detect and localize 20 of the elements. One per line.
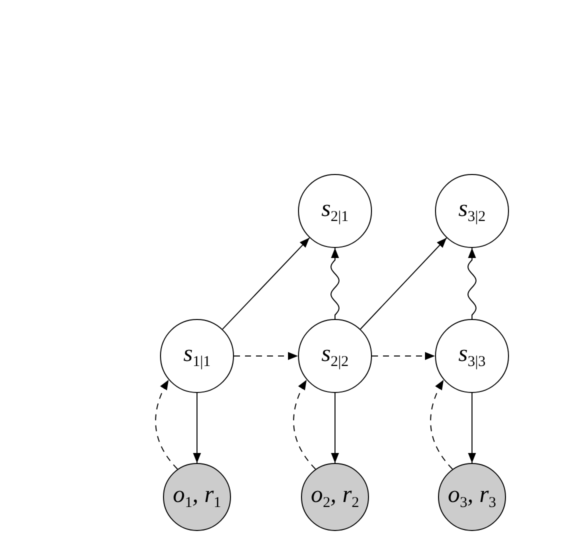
node-label: s$_{2|1}$ — [321, 196, 349, 226]
node-label: s$_{3|2}$ — [458, 196, 486, 226]
node-label: s$_{3|3}$ — [458, 341, 486, 371]
arrow — [430, 379, 453, 470]
node-label: o$_{2}$, r$_{2}$ — [310, 482, 360, 512]
arrow — [293, 379, 316, 470]
arrow — [331, 392, 339, 464]
arrow — [468, 248, 476, 320]
node-label: s$_{2|2}$ — [321, 341, 349, 371]
node-label: s$_{1|1}$ — [183, 341, 211, 371]
arrow — [155, 379, 178, 470]
arrow — [330, 248, 340, 320]
arrow — [360, 237, 448, 330]
node-label: o$_{3}$, r$_{3}$ — [448, 482, 496, 512]
arrow — [468, 392, 476, 464]
arrow — [234, 352, 298, 360]
arrow — [372, 352, 436, 360]
arrow — [193, 392, 201, 464]
arrow — [222, 237, 310, 330]
node-label: o$_{1}$, r$_{1}$ — [172, 482, 222, 512]
